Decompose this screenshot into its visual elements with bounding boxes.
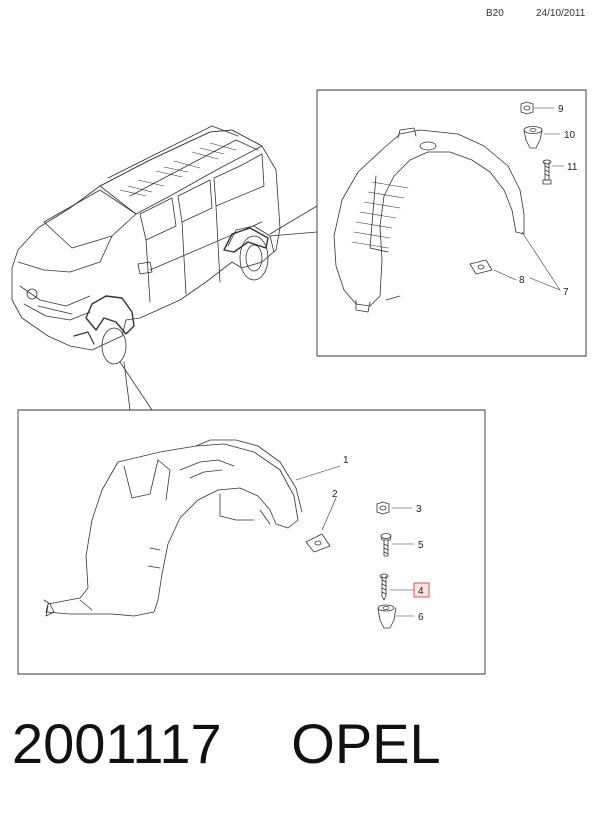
self-tapping-screw-icon (379, 573, 389, 601)
rear-callout-labels: 9 10 11 8 7 (519, 104, 578, 298)
callout-11: 11 (567, 162, 578, 173)
callout-2: 2 (332, 489, 338, 500)
callout-1: 1 (343, 455, 349, 466)
clip-icon (523, 126, 543, 149)
clip-nut-icon (469, 259, 493, 275)
highlight-box (413, 582, 430, 598)
rear-fasteners (469, 101, 552, 275)
screw-icon (380, 533, 392, 557)
callout-4: 4 (418, 586, 424, 597)
callout-5: 5 (418, 540, 424, 551)
rear-wheel-arch-liner (333, 127, 525, 313)
clip-nut-icon (305, 533, 331, 553)
nut-icon (520, 101, 534, 115)
van-illustration (11, 125, 281, 365)
callout-8: 8 (519, 275, 525, 286)
callout-3: 3 (416, 504, 422, 515)
front-callout-labels: 1 2 3 5 4 6 (332, 455, 424, 623)
callout-6: 6 (418, 612, 424, 623)
screw-icon (542, 159, 552, 185)
nut-icon (376, 501, 390, 515)
callout-7: 7 (563, 287, 569, 298)
front-detail-box (17, 361, 486, 675)
clip-icon (377, 604, 397, 629)
front-wheel-arch-liner (43, 439, 303, 617)
rear-detail-box (269, 89, 587, 357)
footer: 2001117 OPEL (12, 716, 441, 772)
front-fasteners (305, 501, 397, 629)
sheet-date: 24/10/2011 (536, 8, 586, 19)
callout-10: 10 (564, 130, 576, 141)
front-leader-lines (295, 465, 415, 617)
part-number: 2001117 (12, 712, 222, 775)
callout-9: 9 (558, 104, 564, 115)
sheet-code: B20 (486, 8, 504, 19)
rear-leader-lines (493, 107, 565, 291)
brand-name: OPEL (291, 712, 441, 775)
